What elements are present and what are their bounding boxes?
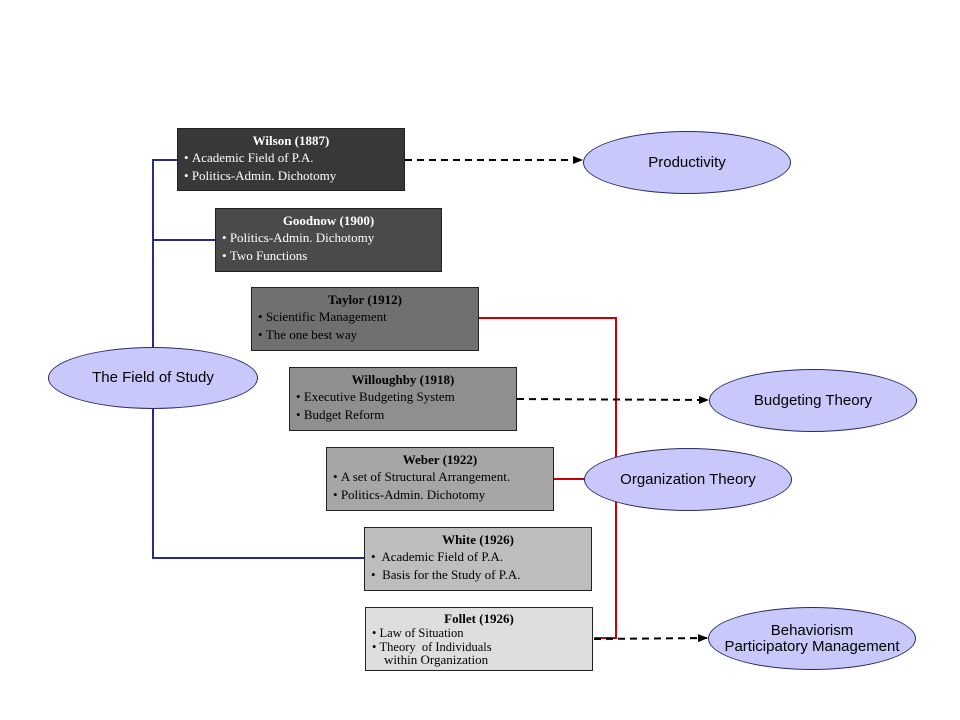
organization-theory-oval: Organization Theory bbox=[584, 448, 792, 511]
wilson-item-1: Academic Field of P.A. bbox=[184, 149, 398, 167]
follet-item-2-continuation: within Organization bbox=[384, 652, 489, 667]
behaviorism-oval: Behaviorism Participatory Management bbox=[708, 607, 916, 670]
taylor-box: Taylor (1912) Scientific Management The … bbox=[251, 287, 479, 351]
wilson-box: Wilson (1887) Academic Field of P.A. Pol… bbox=[177, 128, 405, 191]
taylor-title: Taylor (1912) bbox=[327, 292, 403, 307]
field-of-study-oval: The Field of Study bbox=[48, 347, 258, 409]
weber-item-1: A set of Structural Arrangement. bbox=[333, 468, 547, 486]
field-of-study-label: The Field of Study bbox=[92, 369, 214, 386]
link-wilson bbox=[152, 159, 178, 348]
goodnow-box: Goodnow (1900) Politics-Admin. Dichotomy… bbox=[215, 208, 442, 272]
willoughby-item-2: Budget Reform bbox=[296, 406, 510, 424]
productivity-oval: Productivity bbox=[583, 131, 791, 194]
goodnow-item-2: Two Functions bbox=[222, 247, 435, 265]
weber-item-2: Politics-Admin. Dichotomy bbox=[333, 486, 547, 504]
wilson-title: Wilson (1887) bbox=[252, 133, 330, 148]
weber-title: Weber (1922) bbox=[402, 452, 478, 467]
willoughby-item-1: Executive Budgeting System bbox=[296, 388, 510, 406]
willoughby-box: Willoughby (1918) Executive Budgeting Sy… bbox=[289, 367, 517, 431]
behaviorism-label: Behaviorism bbox=[770, 621, 854, 639]
willoughby-title: Willoughby (1918) bbox=[351, 372, 455, 387]
white-item-2: Basis for the Study of P.A. bbox=[371, 566, 585, 584]
weber-box: Weber (1922) A set of Structural Arrange… bbox=[326, 447, 554, 511]
link-white bbox=[152, 408, 364, 559]
goodnow-item-1: Politics-Admin. Dichotomy bbox=[222, 229, 435, 247]
tree-bracket bbox=[152, 159, 364, 559]
follet-item-1: Law of Situation bbox=[372, 626, 586, 640]
taylor-item-2: The one best way bbox=[258, 326, 472, 344]
follet-title: Follet (1926) bbox=[444, 611, 514, 626]
participatory-management-label: Participatory Management bbox=[724, 637, 900, 655]
white-title: White (1926) bbox=[442, 532, 514, 547]
follet-box: Follet (1926) Law of Situation Theory of… bbox=[365, 607, 593, 671]
arrow-follet-behaviorism bbox=[593, 634, 708, 643]
white-item-1: Academic Field of P.A. bbox=[371, 548, 585, 566]
budgeting-theory-oval: Budgeting Theory bbox=[709, 369, 917, 432]
follet-item-2: Theory of Individuals bbox=[372, 640, 586, 654]
arrow-willoughby-budgeting bbox=[516, 395, 709, 404]
budgeting-theory-label: Budgeting Theory bbox=[753, 391, 873, 409]
white-box: White (1926) Academic Field of P.A. Basi… bbox=[364, 527, 592, 591]
organization-theory-label: Organization Theory bbox=[620, 470, 756, 488]
taylor-item-1: Scientific Management bbox=[258, 308, 472, 326]
wilson-item-2: Politics-Admin. Dichotomy bbox=[184, 167, 398, 185]
goodnow-title: Goodnow (1900) bbox=[282, 213, 375, 228]
productivity-label: Productivity bbox=[648, 153, 726, 171]
